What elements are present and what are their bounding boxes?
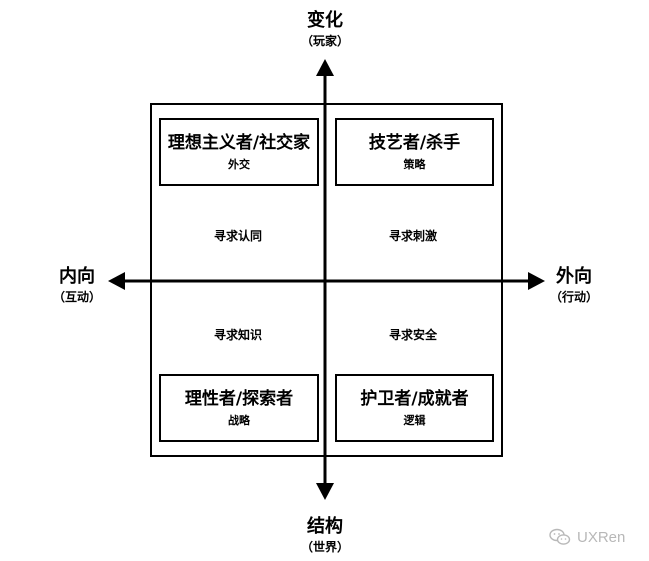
axis-bottom-title: 结构 (306, 516, 343, 537)
desc-bottom-left: 寻求知识 (213, 328, 263, 342)
arrow-right-icon (528, 272, 545, 290)
axis-right-label: 外向 （行动） (550, 262, 598, 305)
axis-top-subtitle: （玩家） (300, 34, 350, 48)
desc-bottom-right: 寻求安全 (388, 328, 438, 342)
axis-left-label: 内向 （互动） (53, 262, 101, 305)
box-bottom-right-subtitle: 逻辑 (403, 414, 426, 427)
axis-bottom-label: 结构 （世界） (301, 512, 349, 555)
box-top-left-title: 理想主义者/社交家 (167, 133, 311, 153)
watermark-text: UXRen (577, 528, 626, 546)
axis-right-subtitle: （行动） (549, 290, 599, 304)
box-bottom-left-title: 理性者/探索者 (184, 389, 294, 409)
box-top-right-subtitle: 策略 (403, 158, 426, 171)
box-bottom-right: 护卫者/成就者 逻辑 (335, 374, 494, 442)
axis-left-subtitle: （互动） (52, 290, 102, 304)
box-top-left: 理想主义者/社交家 外交 (159, 118, 319, 186)
box-top-right: 技艺者/杀手 策略 (335, 118, 494, 186)
arrow-left-icon (108, 272, 125, 290)
desc-top-left: 寻求认同 (213, 229, 263, 243)
box-top-right-title: 技艺者/杀手 (368, 133, 461, 153)
box-bottom-left: 理性者/探索者 战略 (159, 374, 319, 442)
arrow-down-icon (316, 483, 334, 500)
box-bottom-left-subtitle: 战略 (228, 414, 250, 427)
watermark: UXRen (549, 528, 625, 546)
box-bottom-right-title: 护卫者/成就者 (360, 389, 469, 409)
axis-left-title: 内向 (58, 266, 95, 287)
axis-bottom-subtitle: （世界） (300, 540, 350, 554)
box-top-left-subtitle: 外交 (228, 158, 250, 171)
arrow-up-icon (316, 59, 334, 76)
wechat-icon (549, 528, 571, 545)
desc-top-right: 寻求刺激 (388, 229, 438, 243)
axis-top-label: 变化 （玩家） (301, 6, 349, 49)
axis-top-title: 变化 (306, 10, 343, 31)
axis-right-title: 外向 (555, 266, 592, 287)
